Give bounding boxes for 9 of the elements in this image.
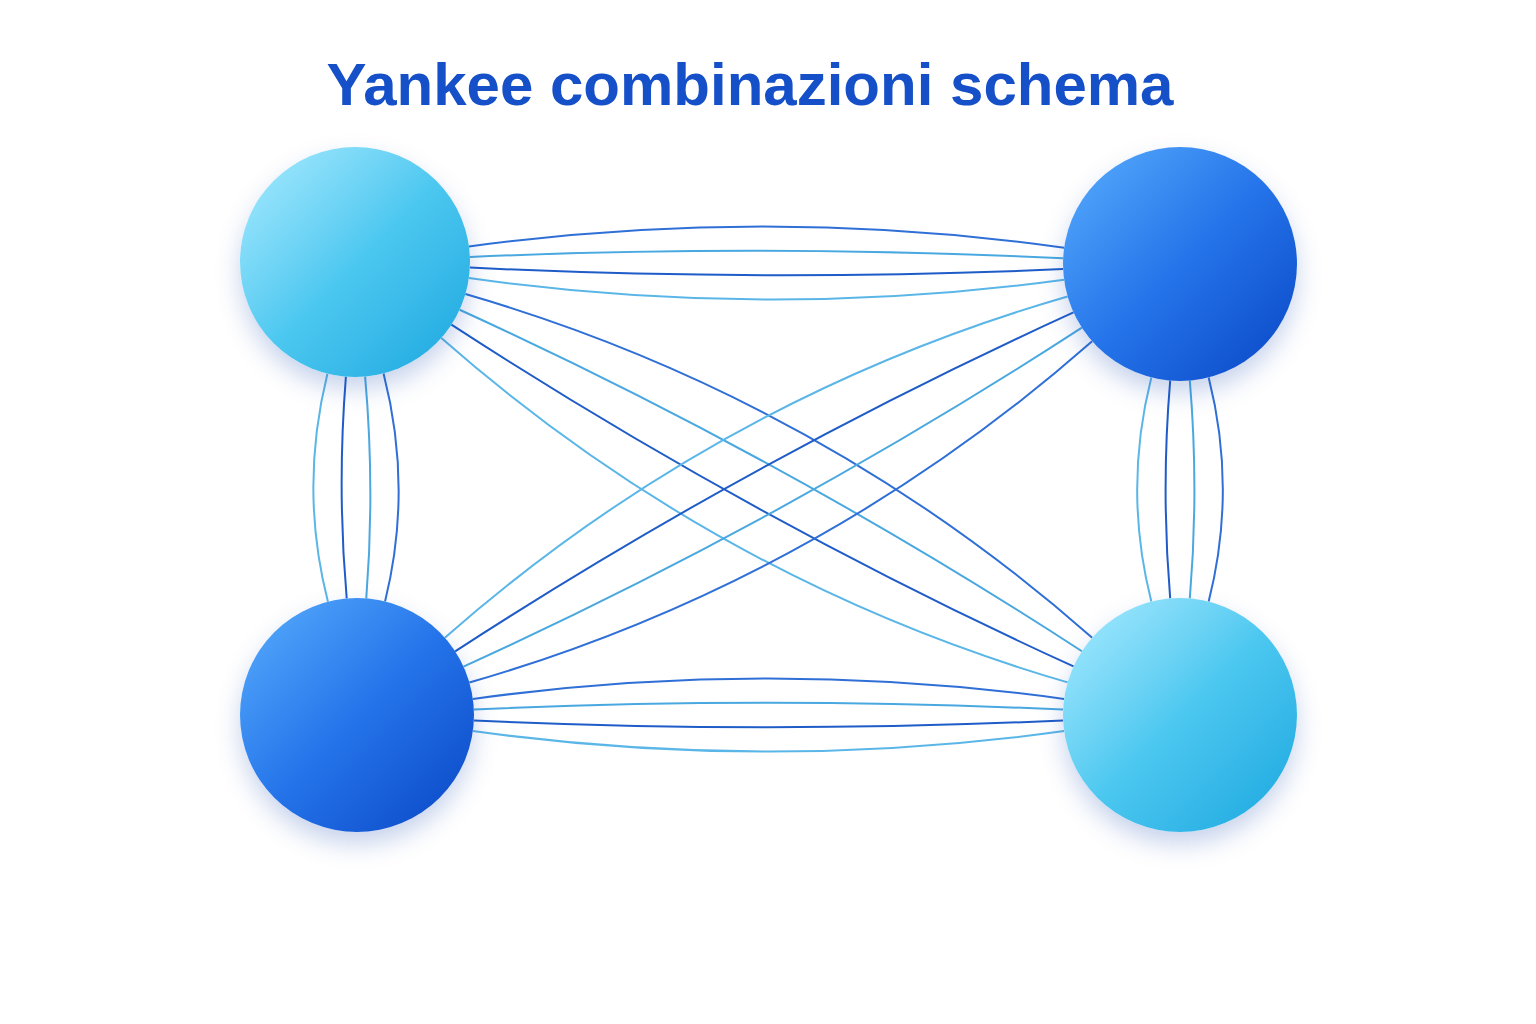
connector-line — [1207, 376, 1224, 603]
connector-line — [364, 375, 372, 600]
connector-line — [312, 372, 329, 603]
connector-line — [1164, 379, 1172, 600]
connector-line — [1136, 376, 1153, 603]
connector-line — [1188, 379, 1196, 600]
connector-line — [340, 375, 348, 600]
diagram-title: Yankee combinazioni schema — [325, 50, 1175, 120]
connector-line — [382, 372, 400, 603]
